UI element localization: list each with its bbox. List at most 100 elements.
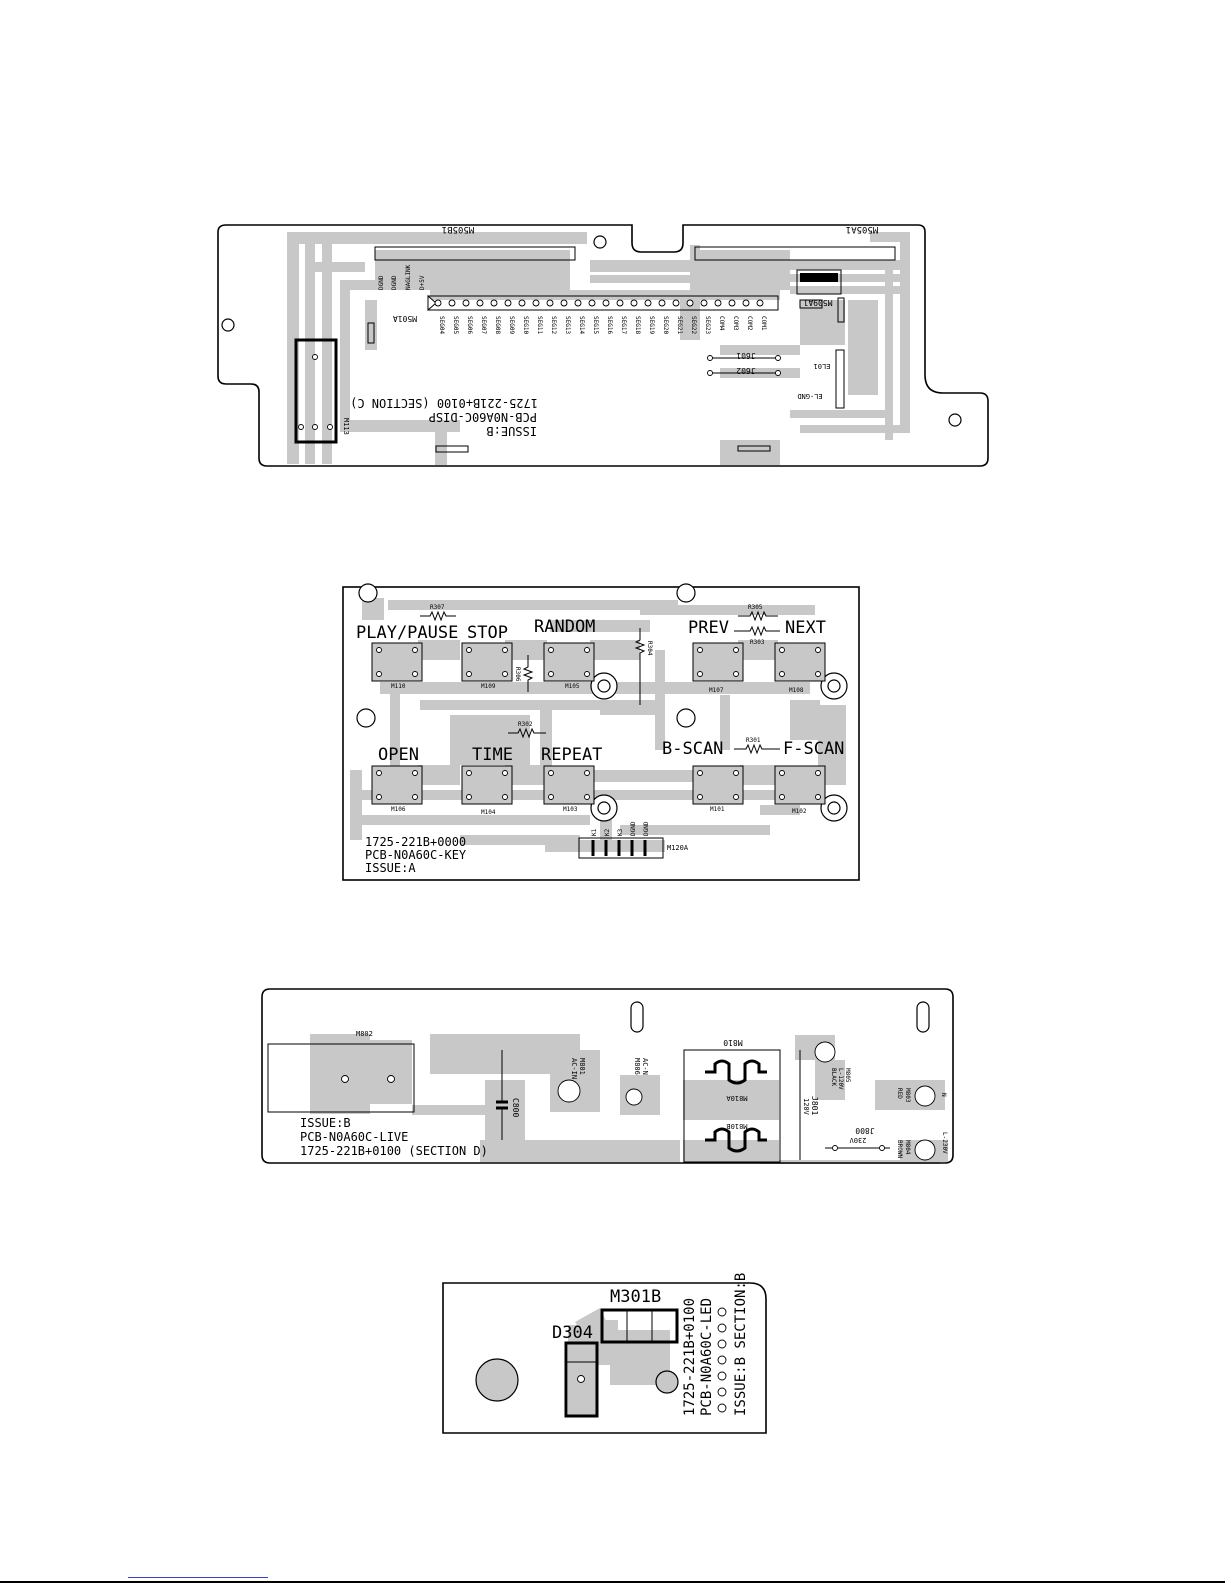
- key-traces: [350, 598, 846, 852]
- segment-pin-label: SEG15: [592, 316, 599, 334]
- switch-id: M107: [709, 687, 724, 694]
- segment-pin-label: SEG05: [452, 316, 459, 334]
- key-pcb-name: PCB-N0A60C-KEY: [365, 848, 467, 862]
- ac-in-label: AC-IN: [570, 1058, 578, 1079]
- segment-pin-label: SEG19: [648, 316, 655, 334]
- key-part-no: 1725-221B+0000: [365, 835, 466, 849]
- connector-pin-label: DGND: [630, 821, 637, 836]
- segment-pin-label: SEG09: [508, 316, 515, 334]
- fuse-a-label: M810A: [726, 1094, 748, 1102]
- switch-id: M102: [792, 808, 807, 815]
- light-pipe-hole-icon: [475, 1358, 519, 1402]
- mount-hole-icon: [948, 413, 962, 427]
- led-pcb-name: PCB-N0A60C-LED: [699, 1298, 715, 1416]
- resistor-r305: R305: [738, 604, 778, 622]
- label-open: OPEN: [378, 745, 419, 765]
- key-switch-repeat: [543, 765, 595, 805]
- disp-issue: ISSUE:B: [486, 424, 537, 438]
- connector-m505b1: [374, 246, 576, 261]
- segment-pin-label: SEG04: [438, 316, 445, 334]
- connector-m301b-label: M301B: [610, 1287, 661, 1307]
- ac-in-label: M801: [578, 1058, 586, 1075]
- wire-red-label: RED: [896, 1088, 903, 1099]
- led-d304: [564, 1341, 599, 1418]
- resistor-r307: R307: [420, 604, 456, 622]
- connector-m113: [294, 338, 338, 444]
- l230-label: L-230V: [941, 1132, 948, 1154]
- mount-hole-icon: [358, 583, 378, 603]
- fuse-block-m810: [683, 1049, 781, 1163]
- connector-m120a-pins: [591, 840, 647, 856]
- mount-slot-icon: [630, 1001, 644, 1033]
- label-b-scan: B-SCAN: [662, 739, 723, 759]
- power-pin-label: D+5V: [419, 275, 426, 290]
- capacitor-c800: C800: [496, 1050, 520, 1140]
- key-switch-play-pause: [371, 642, 423, 682]
- mount-hole-inner: [597, 679, 611, 693]
- segment-pin-label: COM2: [746, 316, 753, 331]
- wire-brown-label: BROWN: [896, 1140, 903, 1158]
- wire-black-label: L-120V: [837, 1068, 844, 1090]
- led-board: M301B D304 1725-221B+0100 PCB-N0A60C-LED…: [442, 1273, 767, 1434]
- smd-component: [367, 322, 375, 344]
- disp-traces: [287, 232, 910, 465]
- led-test-pads: [717, 1307, 727, 1413]
- wire-red-label: M803: [904, 1088, 911, 1103]
- segment-pin-label: COM3: [732, 316, 739, 331]
- resistor-label: R306: [514, 667, 521, 682]
- connector-pin-label: K3: [617, 828, 624, 836]
- mount-slot-icon: [916, 1001, 930, 1033]
- footer-link-underline[interactable]: [128, 1577, 268, 1578]
- switch-id: M103: [563, 806, 578, 813]
- connector-m301b: [600, 1308, 679, 1344]
- mount-hole-icon: [676, 708, 696, 728]
- segment-pin-label: SEG06: [466, 316, 473, 334]
- connector-m505a1-label: M505A1: [846, 224, 879, 234]
- label-stop: STOP: [467, 623, 508, 643]
- connector-m501a-label: M501A: [393, 314, 417, 323]
- segment-pin-label: COM4: [718, 316, 725, 331]
- jumper-j601-label: J601: [736, 351, 755, 360]
- terminal-red: [914, 1085, 936, 1107]
- mount-hole-inner: [827, 679, 841, 693]
- resistor-label: R305: [748, 604, 763, 611]
- live-pcb-name: PCB-N0A60C-LIVE: [300, 1130, 408, 1144]
- key-switch-time: [461, 765, 513, 805]
- fuse-b-label: M810B: [726, 1122, 747, 1130]
- segment-pin-label: SEG22: [690, 316, 697, 334]
- connector-pin-label: DGND: [643, 821, 650, 836]
- jumper-j800-voltage: 230V: [849, 1136, 867, 1144]
- segment-pin-label: SEG16: [606, 316, 613, 334]
- mount-hole-icon: [593, 235, 607, 249]
- key-board-outline: [342, 586, 860, 881]
- key-switch-open: [371, 765, 423, 805]
- resistor-r302: R302: [508, 721, 546, 739]
- segment-pin-label: SEG21: [676, 316, 683, 334]
- wire-black-label: M805: [844, 1068, 851, 1083]
- jumper-j801-label: J801: [810, 1096, 819, 1115]
- disp-board-outline: [217, 224, 989, 467]
- n-label: N: [940, 1093, 947, 1097]
- smd-component: [435, 445, 469, 453]
- pin-header-pads: [434, 299, 764, 307]
- smd-component: [837, 297, 845, 323]
- terminal-ac-n: [625, 1088, 643, 1106]
- segment-pin-label: SEG07: [480, 316, 487, 334]
- connector-pin-label: K1: [591, 828, 598, 836]
- wire-brown-label: M804: [904, 1140, 911, 1155]
- switch-id: M110: [391, 683, 406, 690]
- label-next: NEXT: [785, 618, 826, 638]
- mount-hole-icon: [655, 1370, 679, 1394]
- power-pin-label: NAGLINK: [405, 264, 412, 290]
- jumper-j602-label: J602: [736, 366, 755, 375]
- segment-pin-label: SEG18: [634, 316, 641, 334]
- mount-hole-icon: [356, 708, 376, 728]
- mount-hole-icon: [221, 318, 235, 332]
- ac-n-label: M806: [633, 1058, 641, 1075]
- disp-board: M505B1 M505A1 DGND DGND NAGLINK D+5V SEG…: [217, 224, 989, 467]
- key-board: PLAY/PAUSE STOP RANDOM PREV NEXT OPEN TI…: [342, 583, 860, 881]
- key-mount-holes: [356, 583, 848, 822]
- label-f-scan: F-SCAN: [783, 739, 844, 759]
- connector-m505b1-label: M505B1: [442, 224, 475, 234]
